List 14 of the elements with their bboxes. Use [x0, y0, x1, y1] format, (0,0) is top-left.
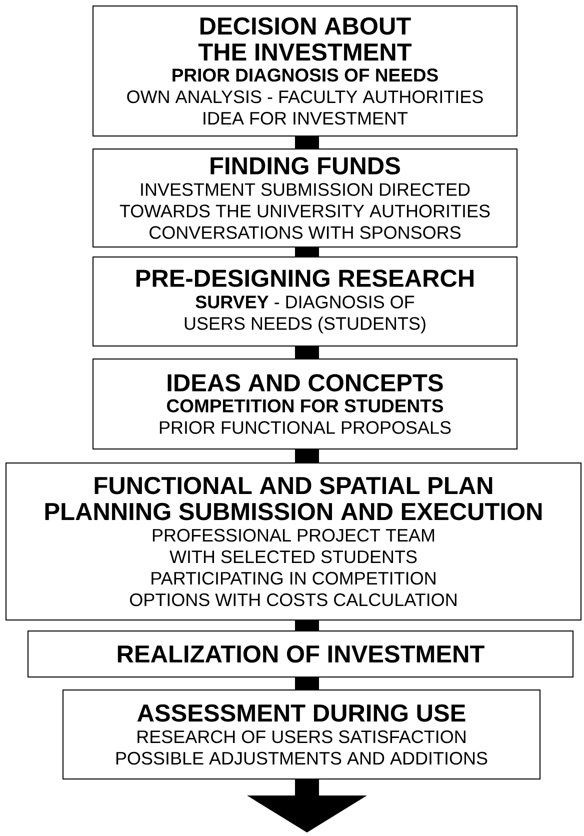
- connector-bar: [295, 678, 319, 690]
- connector-bar: [295, 620, 319, 630]
- block-arrow: [247, 780, 367, 832]
- process-box: FUNCTIONAL AND SPATIAL PLAN PLANNING SUBMISSION AND EXECUTION PROFESSIONAL PROJECT TEAM WITH SELECTED STUDENTS PARTICIPATING IN COMPETITION OPTIONS WITH COSTS CALCULATION: [6, 462, 582, 620]
- process-box: DECISION ABOUT THE INVESTMENT PRIOR DIAGNOSIS OF NEEDS OWN ANALYSIS - FACULTY AUTHORITIES IDEA FOR INVESTMENT: [92, 6, 518, 136]
- process-box: ASSESSMENT DURING USE RESEARCH OF USERS SATISFACTION POSSIBLE ADJUSTMENTS AND ADDITIONS: [62, 690, 540, 780]
- connector-bar: [295, 248, 319, 256]
- process-box: FINDING FUNDS INVESTMENT SUBMISSION DIRECTED TOWARDS THE UNIVERSITY AUTHORITIES CONVERSATIONS WITH SPONSORS: [92, 148, 518, 248]
- connector-bar: [295, 136, 319, 148]
- connector-bar: [295, 450, 319, 462]
- process-box: REALIZATION OF INVESTMENT: [28, 630, 574, 678]
- process-box: IDEAS AND CONCEPTS COMPETITION FOR STUDENTS PRIOR FUNCTIONAL PROPOSALS: [92, 358, 518, 450]
- process-box: PRE-DESIGNING RESEARCH SURVEY - DIAGNOSIS OF USERS NEEDS (STUDENTS): [92, 256, 518, 346]
- connector-bar: [295, 346, 319, 358]
